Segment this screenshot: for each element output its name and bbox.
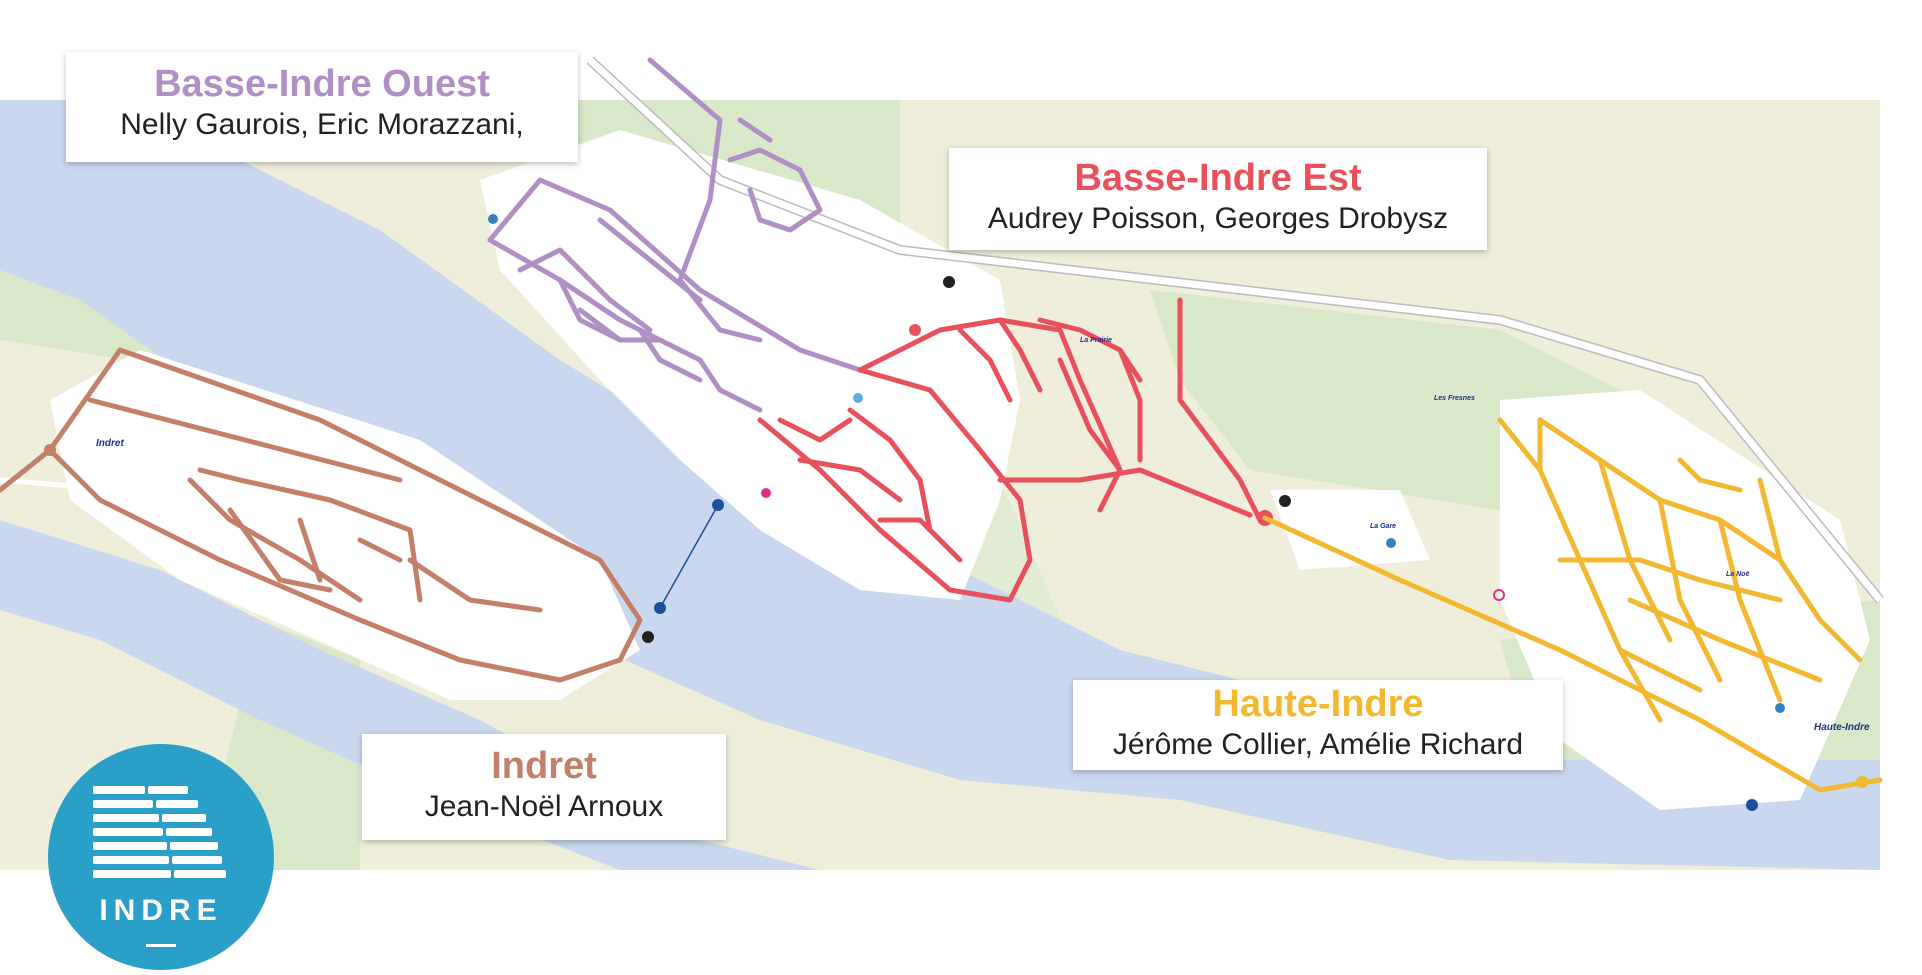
zone-title: Indret bbox=[491, 745, 597, 787]
place-label-la-gare: La Gare bbox=[1370, 523, 1396, 530]
river-branch bbox=[0, 520, 820, 870]
place-label-la-prairie: La Prairie bbox=[1080, 337, 1112, 344]
place-label-la-noe: La Noë bbox=[1726, 571, 1749, 578]
zone-label-indret: Indret Jean-Noël Arnoux bbox=[362, 734, 726, 840]
parking-icon bbox=[1746, 799, 1758, 811]
route-basse-indre-est bbox=[757, 297, 1263, 603]
route-indret bbox=[0, 347, 643, 683]
marker-icon bbox=[1493, 589, 1505, 601]
place-label-les-fresnes: Les Fresnes bbox=[1434, 395, 1475, 402]
logo-text: INDRE bbox=[99, 894, 223, 927]
ferry-icon bbox=[712, 499, 724, 511]
zone-names: Audrey Poisson, Georges Drobysz bbox=[987, 202, 1449, 235]
house-icon bbox=[1386, 538, 1396, 548]
bus-icon bbox=[853, 393, 863, 403]
zone-names: Jérôme Collier, Amélie Richard bbox=[1112, 728, 1524, 761]
route-haute-indre bbox=[1262, 417, 1883, 793]
zone-title: Haute-Indre bbox=[1212, 683, 1424, 725]
zone-names: Jean-Noël Arnoux bbox=[424, 790, 664, 823]
house-icon bbox=[488, 214, 498, 224]
ferry-line bbox=[659, 504, 719, 609]
zone-names: Nelly Gaurois, Eric Morazzani, bbox=[120, 108, 524, 141]
haute-indre-node bbox=[1856, 776, 1868, 788]
zone-label-haute-indre: Haute-Indre Jérôme Collier, Amélie Richa… bbox=[1073, 680, 1563, 770]
basse-indre-est-node bbox=[909, 324, 921, 336]
main-road bbox=[587, 57, 1883, 603]
route-basse-indre-ouest bbox=[487, 57, 863, 413]
logo-waves-icon bbox=[93, 786, 226, 947]
stop-icon bbox=[642, 631, 654, 643]
urban-area-indret bbox=[50, 350, 640, 700]
zone-label-basse-indre-est: Basse-Indre Est Audrey Poisson, Georges … bbox=[949, 148, 1487, 250]
stop-icon bbox=[943, 276, 955, 288]
indre-logo: INDRE bbox=[48, 744, 274, 970]
place-label-haute-indre: Haute-Indre bbox=[1814, 722, 1870, 733]
urban-area-la-gare bbox=[1270, 490, 1430, 570]
ferry-icon bbox=[654, 602, 666, 614]
place-label-indret: Indret bbox=[96, 438, 124, 449]
zone-title: Basse-Indre Est bbox=[1074, 157, 1362, 199]
logo-badge bbox=[48, 744, 274, 970]
marker-icon bbox=[761, 488, 771, 498]
zone-label-basse-indre-ouest: Basse-Indre Ouest Nelly Gaurois, Eric Mo… bbox=[66, 52, 578, 162]
indret-node bbox=[44, 444, 56, 456]
zone-title: Basse-Indre Ouest bbox=[154, 63, 490, 105]
house-icon bbox=[1775, 703, 1785, 713]
stop-icon bbox=[1279, 495, 1291, 507]
